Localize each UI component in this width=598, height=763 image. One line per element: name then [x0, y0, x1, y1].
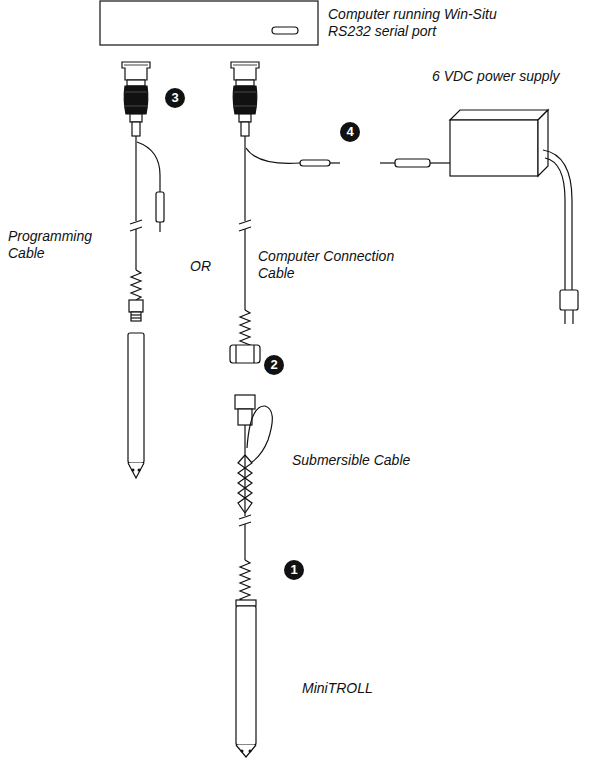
- computer: [100, 1, 318, 45]
- note-label: OR: [190, 258, 211, 275]
- callout-number: 3: [165, 88, 185, 108]
- programming-probe: [128, 333, 144, 478]
- submersible-cable: [235, 395, 272, 602]
- device-label: Computer running Win-Situ RS232 serial p…: [328, 6, 518, 40]
- minitroll-probe: [236, 600, 256, 757]
- callout-number: 2: [264, 355, 284, 375]
- part-label: Computer Connection Cable: [258, 248, 408, 282]
- part-label: MiniTROLL: [302, 680, 373, 697]
- power-supply: [380, 110, 578, 324]
- callout-number: 1: [284, 560, 304, 580]
- part-label: 6 VDC power supply: [432, 68, 560, 85]
- programming-cable: [122, 62, 164, 321]
- callout-number: 4: [340, 122, 360, 142]
- part-label: Programming Cable: [8, 228, 104, 262]
- computer-connection-cable: [230, 62, 340, 363]
- part-label: Submersible Cable: [292, 452, 410, 469]
